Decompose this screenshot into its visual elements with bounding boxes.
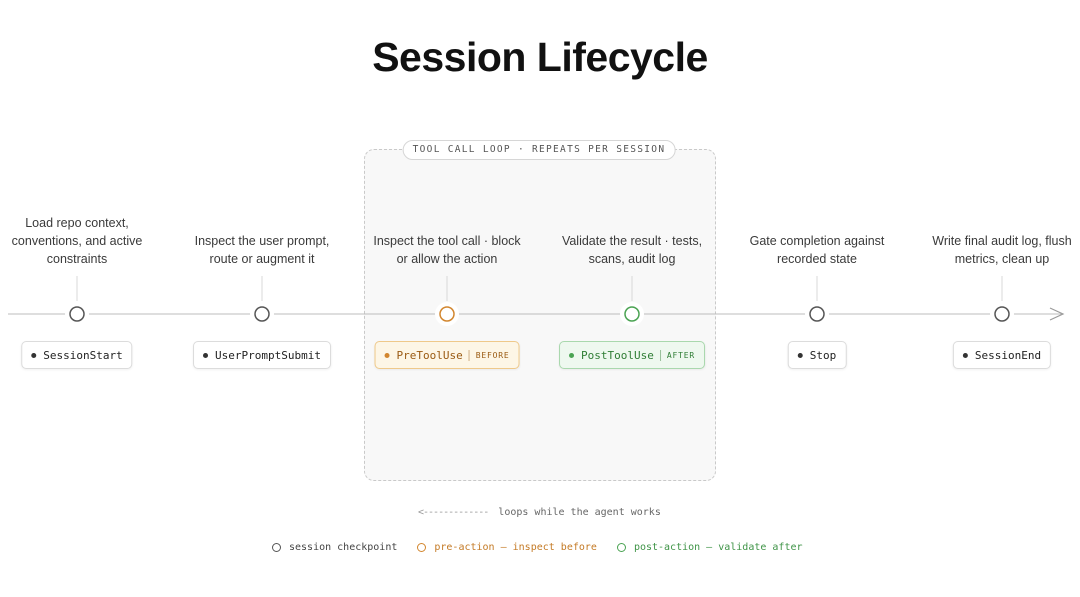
stage-pill-pre-tool-use: PreToolUse BEFORE [374,341,520,369]
stage-tag: BEFORE [475,350,510,360]
stage-pill-post-tool-use: PostToolUse AFTER [559,341,705,369]
node-user-prompt-submit [254,306,270,322]
page-title: Session Lifecycle [372,34,708,80]
stage-description-line: Validate the result · tests, [561,234,703,248]
legend-item-post-action: post-action — validate after [616,542,803,553]
stage-description-session-end: Write final audit log, flush metrics, cle… [914,232,1080,268]
stage-name: PreToolUse [396,348,463,362]
stage-name: SessionStart [43,348,123,362]
legend-label-post-action: post-action — validate after [633,542,803,553]
tool-call-loop-label: TOOL CALL LOOP · REPEATS PER SESSION [402,140,676,160]
bullet-dot-icon [569,352,575,358]
stage-description-line: or allow the action [396,252,498,266]
legend: session checkpoint pre-action — inspect … [272,542,823,553]
loop-note: <------------- loops while the agent wor… [418,507,661,518]
tag-separator [659,349,661,361]
stage-description-line: Gate completion against [749,234,885,248]
stage-description-post-tool-use: Validate the result · tests, scans, audit… [544,232,720,268]
stage-description-line: Load repo context, [25,216,129,230]
stage-description-line: recorded state [777,252,857,266]
bullet-dot-icon [797,352,803,358]
stage-description-line: scans, audit log [588,252,676,266]
node-pre-tool-use [439,306,455,322]
loop-back-arrow-icon: <------------- [418,507,489,518]
bullet-dot-icon [31,352,37,358]
stage-tag: AFTER [666,350,695,360]
node-session-start [69,306,85,322]
stage-description-pre-tool-use: Inspect the tool call · block or allow th… [359,232,535,268]
node-stop [809,306,825,322]
pre-action-ring-icon [417,543,427,552]
stage-description-line: metrics, clean up [954,252,1050,266]
stage-pill-user-prompt-submit: UserPromptSubmit [193,341,331,369]
loop-note-text: loops while the agent works [498,507,661,518]
post-action-ring-icon [616,543,626,552]
stage-pill-session-end: SessionEnd [952,341,1052,369]
node-post-tool-use [624,306,640,322]
legend-item-pre-action: pre-action — inspect before [417,542,597,553]
stage-name: PostToolUse [581,348,654,362]
bullet-dot-icon [384,352,390,358]
node-session-end [994,306,1010,322]
bullet-dot-icon [203,352,209,358]
stage-description-line: Inspect the tool call · block [373,234,521,248]
tool-call-loop-region [364,149,716,481]
stage-name: UserPromptSubmit [215,348,321,362]
bullet-dot-icon [962,352,968,358]
stage-name: SessionEnd [974,348,1042,362]
stage-description-line: constraints [46,252,108,266]
stage-name: Stop [809,348,837,362]
stage-description-user-prompt-submit: Inspect the user prompt, route or augment… [174,232,350,268]
stage-description-stop: Gate completion against recorded state [729,232,905,268]
checkpoint-ring-icon [272,543,281,552]
legend-label-checkpoint: session checkpoint [289,542,398,553]
legend-item-checkpoint: session checkpoint [272,542,397,553]
stage-description-session-start: Load repo context, conventions, and activ… [0,214,165,268]
stage-description-line: Write final audit log, flush [932,234,1072,248]
stage-description-line: route or augment it [209,252,315,266]
timeline-arrowhead [1049,307,1065,321]
legend-label-pre-action: pre-action — inspect before [434,542,597,553]
stage-description-line: conventions, and active [11,234,143,248]
stage-description-line: Inspect the user prompt, [194,234,330,248]
stage-pill-stop: Stop [787,341,847,369]
tag-separator [468,349,470,361]
stage-pill-session-start: SessionStart [21,341,133,369]
